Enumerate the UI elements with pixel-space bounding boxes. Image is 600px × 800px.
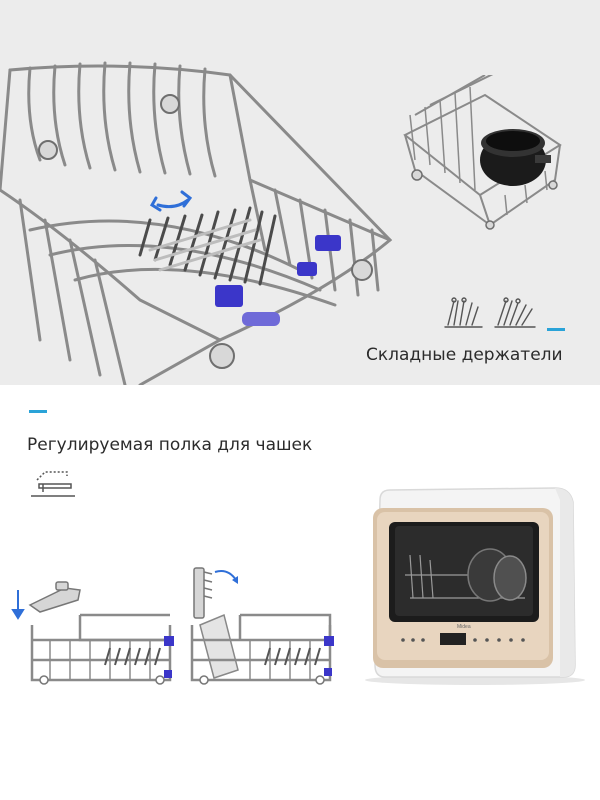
brand-logo: Midea [457, 624, 471, 630]
dish-rack-closeup-image [0, 61, 393, 385]
cup-shelf-raised-diagram [190, 567, 334, 685]
cup-shelf-icon [31, 471, 75, 497]
rack-with-pot-image [403, 75, 562, 230]
folding-holders-panel: Складные держатели [0, 0, 600, 385]
dishwasher-product-image: Midea [365, 487, 585, 685]
folding-holders-icon [444, 297, 536, 328]
accent-dash [29, 410, 47, 413]
accent-dash [547, 328, 565, 331]
folding-holders-caption: Складные держатели [366, 345, 563, 365]
cup-shelf-lowered-diagram [11, 581, 174, 685]
cup-shelf-caption: Регулируемая полка для чашек [27, 435, 313, 455]
